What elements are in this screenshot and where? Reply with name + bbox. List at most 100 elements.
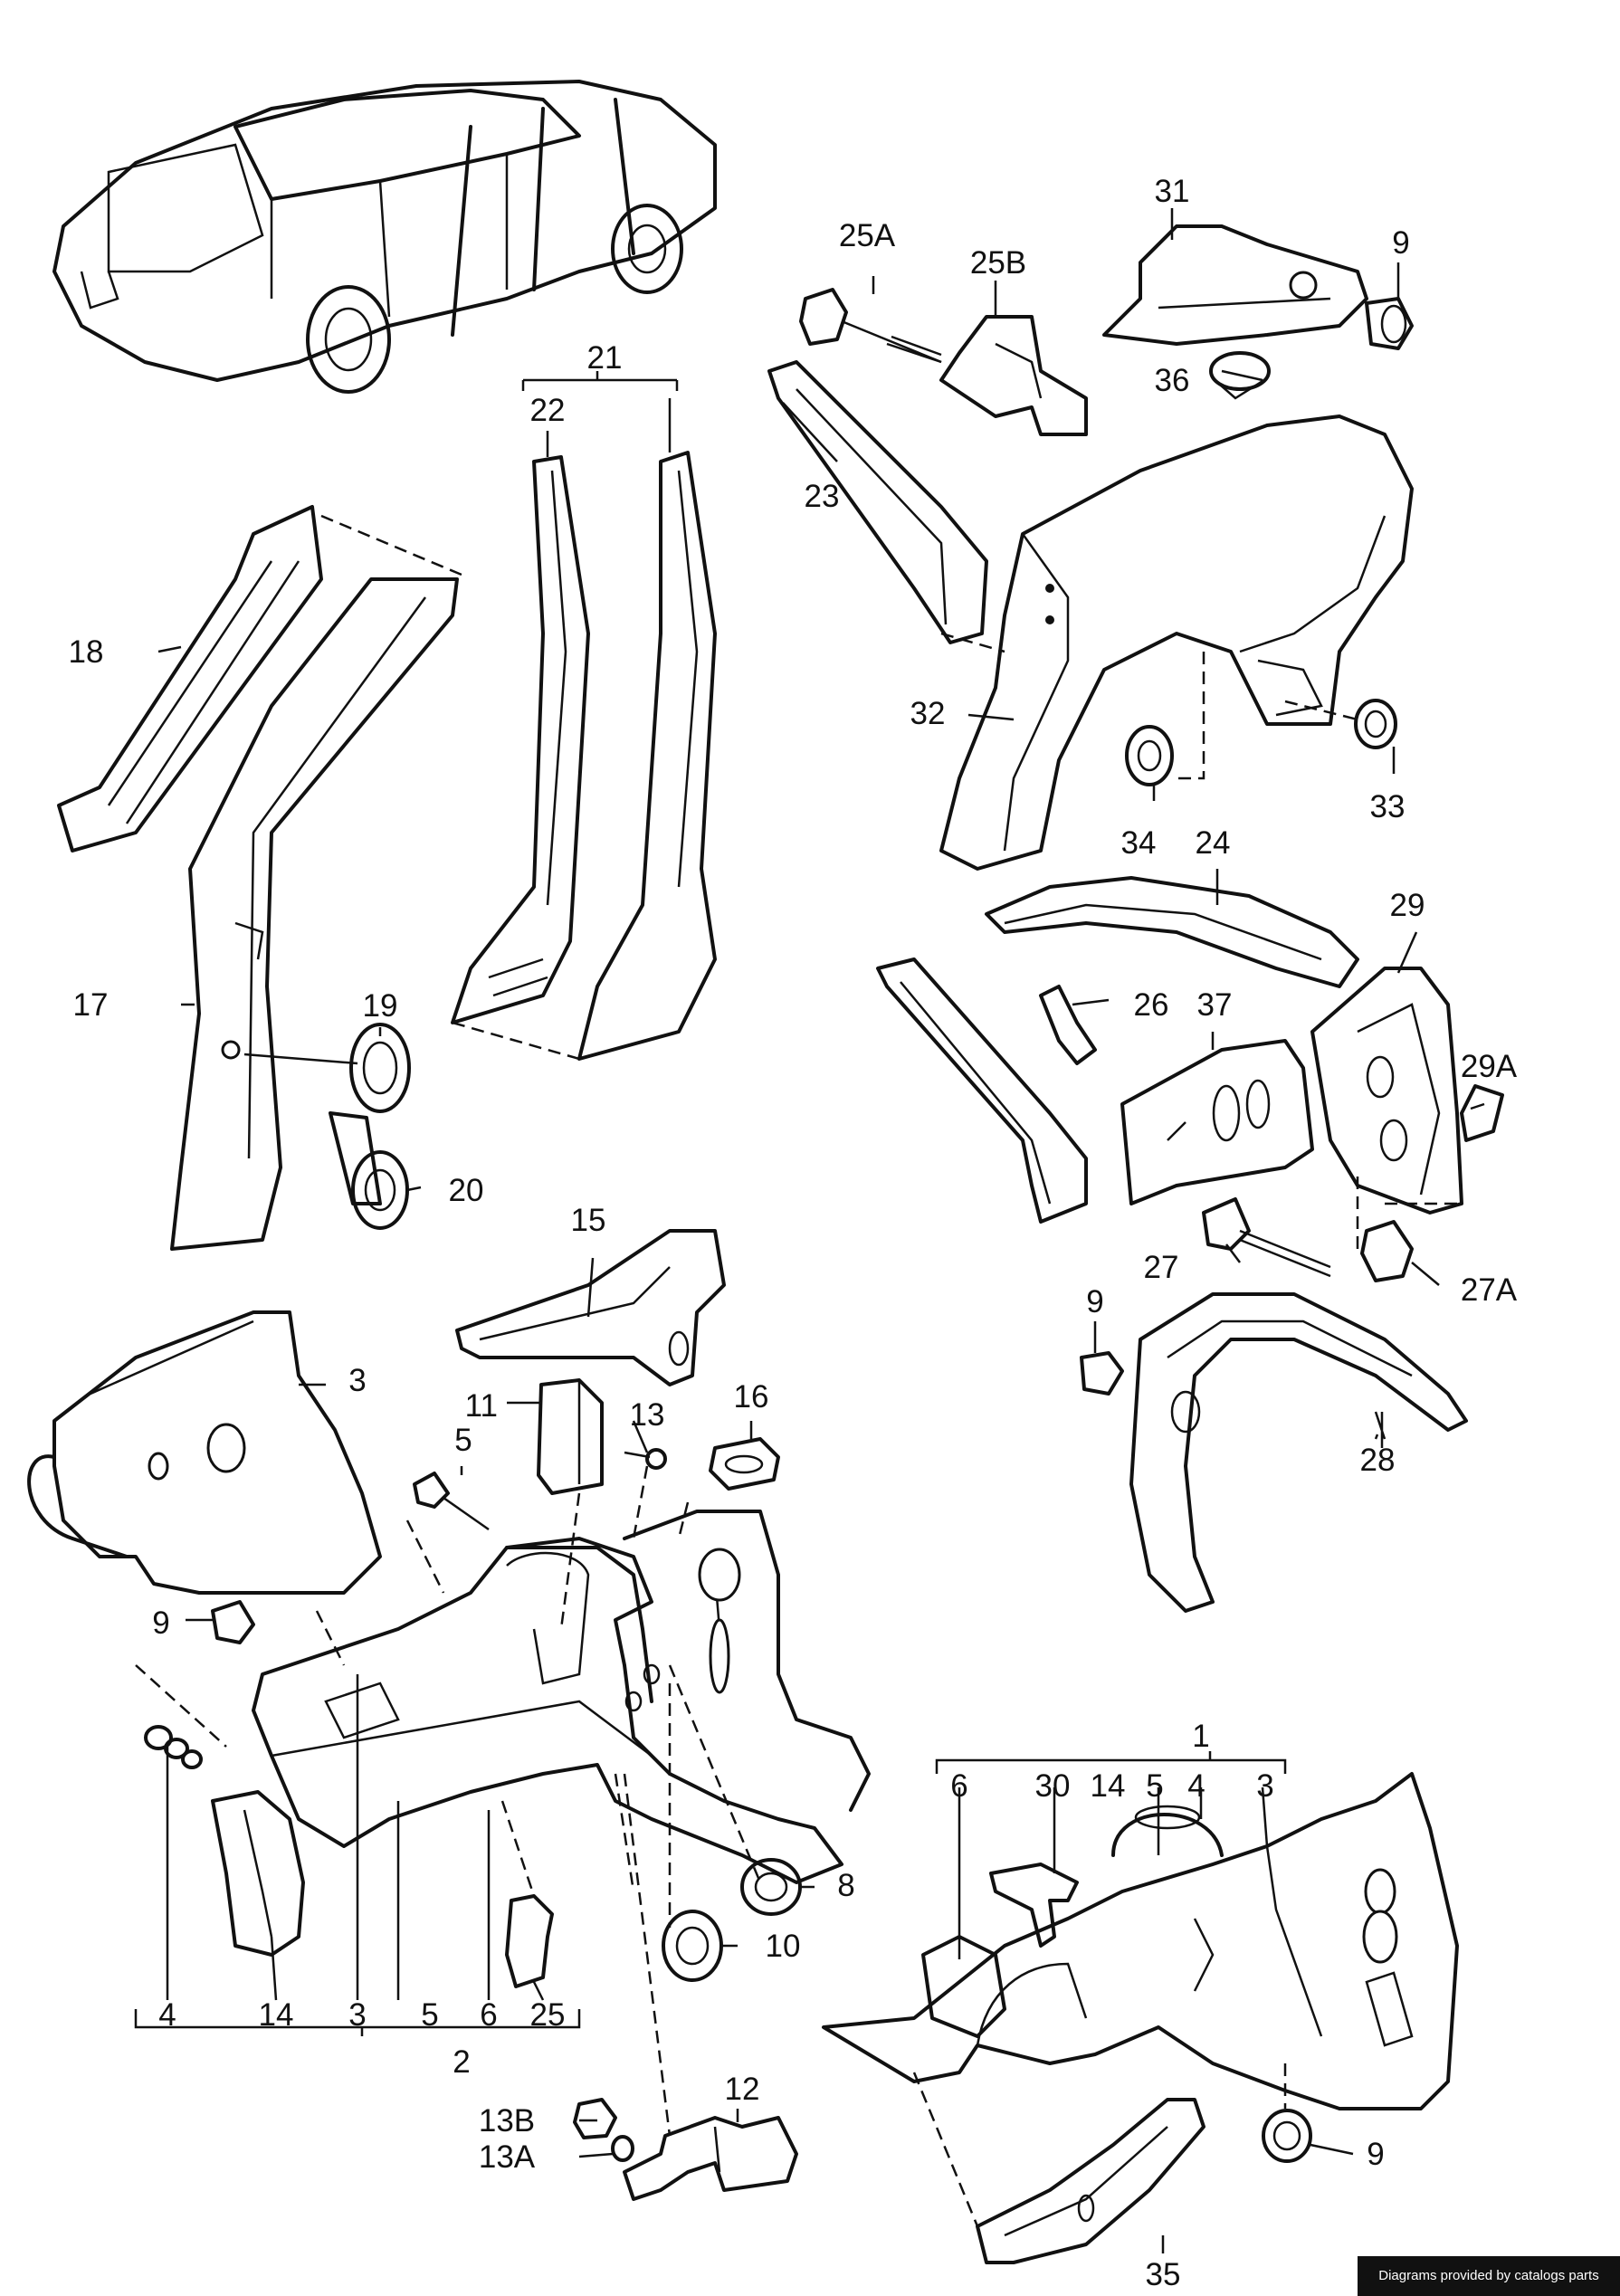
part-29-wheelhouse-extension [1310, 967, 1463, 1215]
part-9-grommet-right [1080, 1351, 1124, 1396]
part-18-pillar-reinforcement [57, 505, 323, 853]
part-12-bracket [623, 2116, 798, 2201]
callout-22: 22 [530, 393, 566, 428]
part-1-right-front-frame [822, 1772, 1459, 2110]
callout-33: 33 [1370, 789, 1406, 824]
part-36-plug [1209, 351, 1271, 400]
part-24-roof-rail [985, 876, 1359, 988]
callout-35: 35 [1146, 2257, 1181, 2292]
part-25-bracket [505, 1894, 554, 1988]
callout-5-left: 5 [421, 1997, 438, 2033]
callout-29a: 29A [1461, 1049, 1518, 1084]
callout-27: 27 [1144, 1250, 1179, 1285]
callout-3-bottom: 3 [348, 1997, 366, 2033]
callout-14-left: 14 [259, 1997, 294, 2033]
part-31-rear-panel-section [1102, 224, 1368, 346]
callout-25a: 25A [839, 218, 896, 253]
callout-14-right: 14 [1091, 1768, 1126, 1804]
part-32-rear-quarter-panel [939, 414, 1414, 871]
callout-23: 23 [805, 479, 840, 514]
part-15-panel-reinforcement [455, 1229, 726, 1386]
part-28-wheel-arch-liner [1129, 1292, 1468, 1613]
part-16-grommet [709, 1437, 780, 1491]
part-22-b-pillar-outer [451, 455, 590, 1024]
part-10-grommet [662, 1910, 723, 1982]
part-9-grommet-bottom [1262, 2109, 1312, 2163]
callout-32: 32 [910, 696, 946, 731]
callout-15: 15 [571, 1203, 606, 1238]
callout-17: 17 [73, 987, 109, 1023]
part-6-bracket [921, 1935, 1006, 2038]
callout-6-left: 6 [480, 1997, 497, 2033]
part-9-grommet-top [1365, 297, 1414, 350]
part-35-frame-rail-extension [976, 2098, 1205, 2264]
callout-26: 26 [1134, 987, 1169, 1023]
callout-13b: 13B [479, 2103, 535, 2139]
callout-4-left: 4 [158, 1997, 176, 2033]
callout-4-right: 4 [1187, 1768, 1205, 1804]
part-9-grommet-left [211, 1600, 255, 1644]
part-4-buffer [144, 1725, 203, 1769]
callout-5-right: 5 [1146, 1768, 1163, 1804]
part-3-wheelhouse-left [27, 1310, 382, 1595]
callout-24: 24 [1196, 825, 1231, 861]
part-25b-bracket [939, 315, 1088, 436]
part-30-bracket [989, 1863, 1079, 1948]
callout-5-top: 5 [454, 1423, 472, 1458]
part-21-b-pillar-inner [577, 451, 717, 1061]
part-23-duplicate-pillar [876, 957, 1088, 1224]
callout-9-top: 9 [1392, 225, 1409, 261]
callout-10: 10 [766, 1929, 801, 1964]
part-26-clip [1039, 985, 1097, 1065]
callout-13: 13 [630, 1397, 665, 1433]
part-25a-bolt [799, 288, 942, 364]
callout-20: 20 [449, 1173, 484, 1208]
callout-13a: 13A [479, 2139, 536, 2175]
callout-34: 34 [1121, 825, 1157, 861]
callout-36: 36 [1155, 363, 1190, 398]
part-17-a-pillar [170, 577, 459, 1251]
callout-9-right: 9 [1086, 1284, 1103, 1319]
part-20-plug [329, 1111, 409, 1230]
part-8-grommet [740, 1858, 802, 1916]
part-13-screw [624, 1448, 667, 1470]
callout-16: 16 [734, 1379, 769, 1415]
callout-27a: 27A [1461, 1272, 1518, 1308]
callout-12: 12 [725, 2072, 760, 2107]
part-14-bracket [211, 1790, 305, 1957]
callout-8: 8 [837, 1868, 854, 1903]
part-5-bolt [413, 1472, 490, 1531]
part-13b-nut [573, 2098, 617, 2139]
callout-25: 25 [530, 1997, 566, 2033]
callout-31: 31 [1155, 174, 1190, 209]
callout-18: 18 [69, 634, 104, 670]
part-27a-nut [1360, 1220, 1414, 1282]
callout-9-bottom: 9 [1367, 2137, 1384, 2172]
part-2-left-front-frame [252, 1510, 871, 1884]
callout-29: 29 [1390, 888, 1425, 923]
callout-25b: 25B [970, 245, 1026, 281]
callout-11: 11 [465, 1388, 498, 1424]
part-34-grommet [1125, 725, 1174, 786]
part-13a-washer [611, 2135, 634, 2162]
callout-9-left: 9 [152, 1605, 169, 1641]
part-27-bolt [1202, 1197, 1331, 1278]
part-37-panel [1120, 1039, 1314, 1205]
part-33-grommet [1354, 699, 1397, 749]
callout-30: 30 [1035, 1768, 1071, 1804]
callout-28: 28 [1360, 1443, 1396, 1478]
part-11-bracket [537, 1378, 604, 1495]
callout-1: 1 [1192, 1719, 1209, 1754]
callout-2: 2 [453, 2044, 470, 2080]
callout-19: 19 [363, 988, 398, 1024]
car-overview-illustration [52, 80, 717, 394]
part-19-grommet [349, 1023, 411, 1113]
callout-37: 37 [1197, 987, 1233, 1023]
callout-6-right: 6 [950, 1768, 967, 1804]
callout-21: 21 [587, 340, 623, 376]
callout-3-top: 3 [348, 1363, 366, 1398]
part-29a-clip [1460, 1084, 1504, 1142]
part-23-c-pillar-reinforcement [767, 360, 988, 644]
callout-3-right: 3 [1256, 1768, 1273, 1804]
